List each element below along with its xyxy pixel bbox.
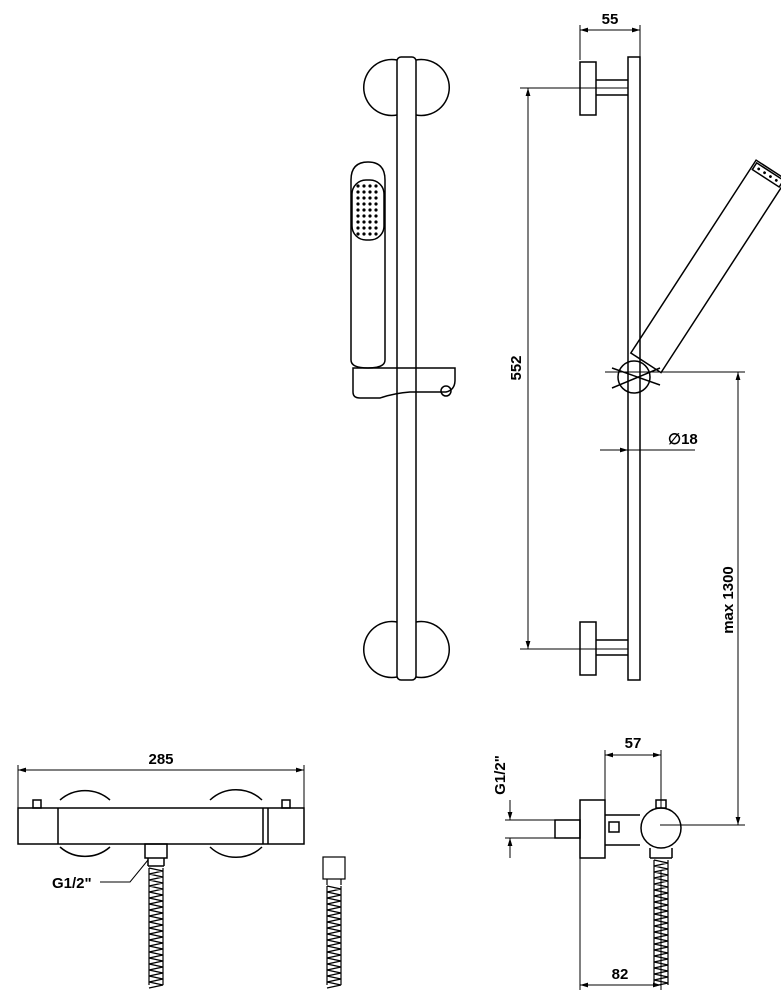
mixer-wall-plate — [579, 799, 606, 859]
nozzle-dot — [368, 232, 372, 236]
nozzle-dot — [362, 214, 366, 218]
dim-thread-side-label: G1/2" — [492, 755, 509, 795]
nozzle-dot — [356, 226, 360, 230]
hose-front — [148, 867, 164, 989]
dim-max-height — [605, 371, 745, 826]
nozzle-dot — [356, 208, 360, 212]
dim-thread-side — [505, 800, 555, 858]
mixer-side-view — [554, 799, 682, 859]
nozzle-dot — [374, 232, 378, 236]
nozzle-dot — [368, 226, 372, 230]
hand-shower-side — [629, 159, 781, 374]
dim-mixer-total-depth-label: 82 — [612, 966, 629, 983]
top-wall-bracket — [363, 58, 398, 117]
mixer-outlet — [144, 843, 168, 859]
hand-shower-front — [350, 161, 386, 369]
hose-coil — [326, 885, 342, 989]
mixer-body — [17, 807, 305, 845]
shower-nozzles — [356, 184, 378, 236]
nozzle-dot — [362, 202, 366, 206]
thread-left-label: G1/2" — [52, 875, 92, 892]
nozzle-dot — [356, 184, 360, 188]
nozzle-dot — [374, 196, 378, 200]
dim-mixer-width-label: 285 — [148, 751, 173, 768]
nozzle-dot — [362, 220, 366, 224]
mixer-front-view — [17, 788, 305, 867]
nozzle-dot — [368, 202, 372, 206]
hose-loose — [322, 856, 346, 885]
nozzle-dot — [763, 171, 766, 175]
nozzle-dot — [368, 214, 372, 218]
nozzle-dot — [368, 208, 372, 212]
hose-side — [653, 859, 669, 987]
nozzle-dot — [362, 226, 366, 230]
dim-max-height-label: max 1300 — [720, 566, 737, 634]
slider-knob — [440, 385, 452, 397]
nozzle-dot — [374, 208, 378, 212]
dim-mixer-depth — [604, 750, 662, 808]
nozzle-dot — [356, 202, 360, 206]
nozzle-dot — [362, 184, 366, 188]
nozzle-dot — [769, 175, 772, 178]
hose-loose-spiral — [326, 885, 342, 989]
dim-top-depth — [579, 25, 641, 60]
nozzle-dot — [374, 184, 378, 188]
nozzle-dot — [356, 196, 360, 200]
nozzle-dot — [368, 196, 372, 200]
nozzle-dot — [374, 202, 378, 206]
bottom-wall-bracket — [363, 620, 398, 679]
dim-bar-diameter-label: ∅18 — [668, 431, 698, 448]
nozzle-dot — [374, 226, 378, 230]
nozzle-dot — [356, 214, 360, 218]
nozzle-dot — [374, 190, 378, 194]
hose-coil — [148, 867, 164, 989]
nozzle-dot — [757, 167, 761, 171]
holder-ball-side — [617, 360, 651, 394]
thread-left-leader — [100, 859, 149, 883]
hose-coil — [653, 860, 669, 985]
nozzle-dot — [374, 214, 378, 218]
nozzle-dot — [362, 232, 366, 236]
nozzle-dot — [374, 220, 378, 224]
hose-coil — [326, 886, 342, 985]
nozzle-dot — [362, 190, 366, 194]
nozzle-dot — [356, 232, 360, 236]
dim-mixer-total-depth — [579, 858, 662, 990]
nozzle-dot — [774, 178, 778, 182]
rail-bar-side — [627, 56, 641, 681]
dim-top-depth-label: 55 — [602, 11, 619, 28]
front-view-rail — [350, 56, 456, 681]
side-view-rail — [579, 56, 781, 681]
dim-mixer-width — [17, 765, 305, 808]
nozzle-dot — [368, 184, 372, 188]
nozzle-dot — [356, 220, 360, 224]
nozzle-dot — [362, 196, 366, 200]
nozzle-dot — [362, 208, 366, 212]
dim-mixer-depth-label: 57 — [625, 735, 642, 752]
slider-holder-front — [352, 367, 456, 399]
nozzle-dot — [356, 190, 360, 194]
dim-bar-length-label: 552 — [508, 355, 525, 380]
dim-bar-length — [520, 87, 628, 650]
hose-coil — [148, 868, 164, 985]
nozzle-dot — [368, 220, 372, 224]
mixer-side-body — [640, 807, 682, 849]
nozzle-dot — [368, 190, 372, 194]
